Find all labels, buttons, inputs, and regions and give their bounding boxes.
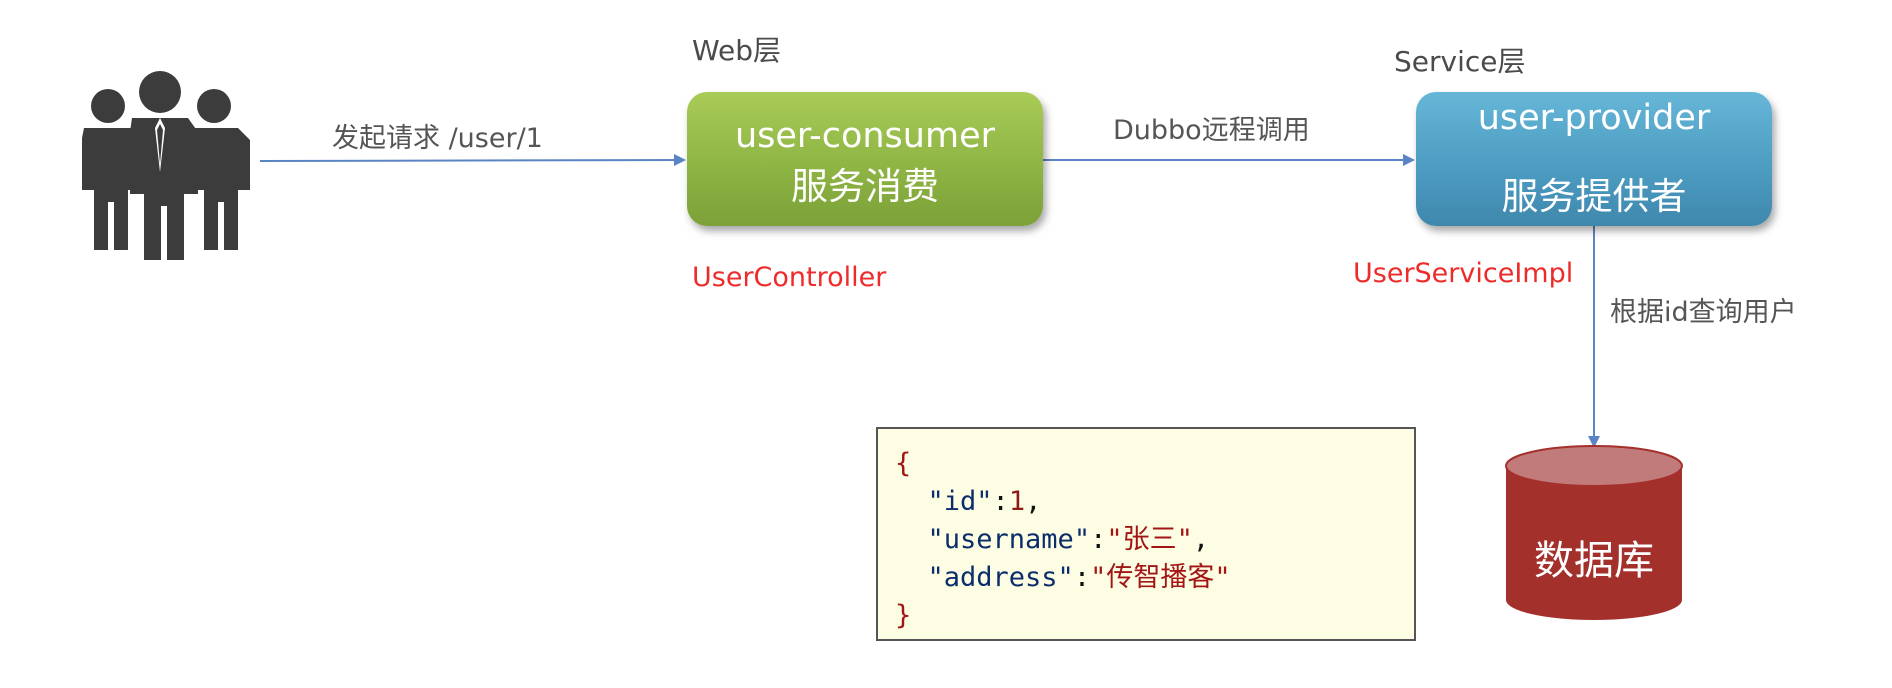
json-open-brace: { [895,448,912,479]
request-arrow [259,154,686,167]
json-value: "张三" [1106,524,1193,555]
user-provider-subtitle: 服务提供者 [1501,175,1687,218]
service-layer-label: Service层 [1394,45,1526,78]
json-value: "传智播客" [1090,562,1231,593]
web-layer-label: Web层 [692,34,782,67]
user-service-impl-label: UserServiceImpl [1353,258,1574,289]
database-icon [1505,445,1683,620]
user-consumer-subtitle: 服务消费 [791,165,939,208]
database-label: 数据库 [1534,538,1654,584]
json-response-box: { "id":1, "username":"张三", "address":"传智… [876,427,1416,641]
dubbo-call-label: Dubbo远程调用 [1113,115,1310,146]
user-consumer-title: user-consumer [734,116,995,156]
json-key: "id" [927,486,993,517]
json-key: "username" [927,524,1091,555]
user-controller-label: UserController [692,262,887,293]
user-provider-node: user-provider 服务提供者 [1416,92,1772,226]
json-key: "address" [927,562,1074,593]
user-consumer-node: user-consumer 服务消费 [687,92,1043,226]
user-provider-title: user-provider [1477,98,1711,138]
json-value: 1 [1008,486,1026,517]
query-label: 根据id查询用户 [1610,297,1797,328]
request-label: 发起请求 /user/1 [332,123,543,154]
json-close-brace: } [895,600,912,631]
users-group-icon [82,71,250,260]
